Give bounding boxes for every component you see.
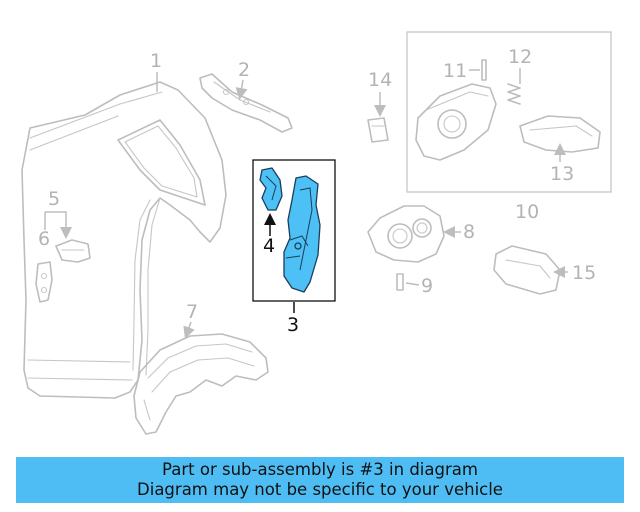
callout-2: 2 [238,59,250,81]
banner-line-1: Part or sub-assembly is #3 in diagram [162,460,478,479]
callout-12: 12 [508,46,532,68]
leader-2 [235,79,248,100]
callout-1: 1 [150,50,162,72]
callout-7: 7 [186,301,198,323]
upper-bracket-part [199,73,293,133]
leader-7 [183,321,195,339]
callout-6: 6 [38,228,50,250]
wheel-liner-part [133,333,269,435]
parts-diagram: 1 2 3 4 5 6 7 8 9 10 11 12 13 14 15 [21,31,612,435]
callout-9: 9 [421,275,433,297]
callout-13: 13 [550,163,574,185]
small-bracket-part-5 [55,239,91,263]
callout-15: 15 [572,262,596,284]
highlighted-part-3 [283,175,321,293]
fuel-housing-part [367,205,445,263]
callout-3: 3 [287,314,299,336]
clip-part [396,273,404,291]
pin-part [481,59,487,81]
leader-5 [44,211,66,236]
fuel-door-panel-part [519,115,601,153]
highlighted-part-4 [259,167,283,211]
callout-14: 14 [368,69,392,91]
small-bracket-part-6 [35,261,53,303]
fuel-door-assembly-part [415,83,497,161]
part-10-box [406,31,612,193]
callout-11: 11 [443,60,467,82]
callout-10: 10 [515,201,539,223]
spring-part [507,83,521,105]
callout-5: 5 [48,188,60,210]
info-banner: Part or sub-assembly is #3 in diagram Di… [16,457,624,503]
banner-line-2: Diagram may not be specific to your vehi… [137,480,503,499]
part-3-box [252,159,336,302]
fuel-door-part [493,245,561,295]
callout-8: 8 [463,221,475,243]
callout-4: 4 [263,235,275,257]
quarter-panel-part [21,81,227,399]
leader-9 [405,282,420,286]
actuator-part [367,117,389,143]
